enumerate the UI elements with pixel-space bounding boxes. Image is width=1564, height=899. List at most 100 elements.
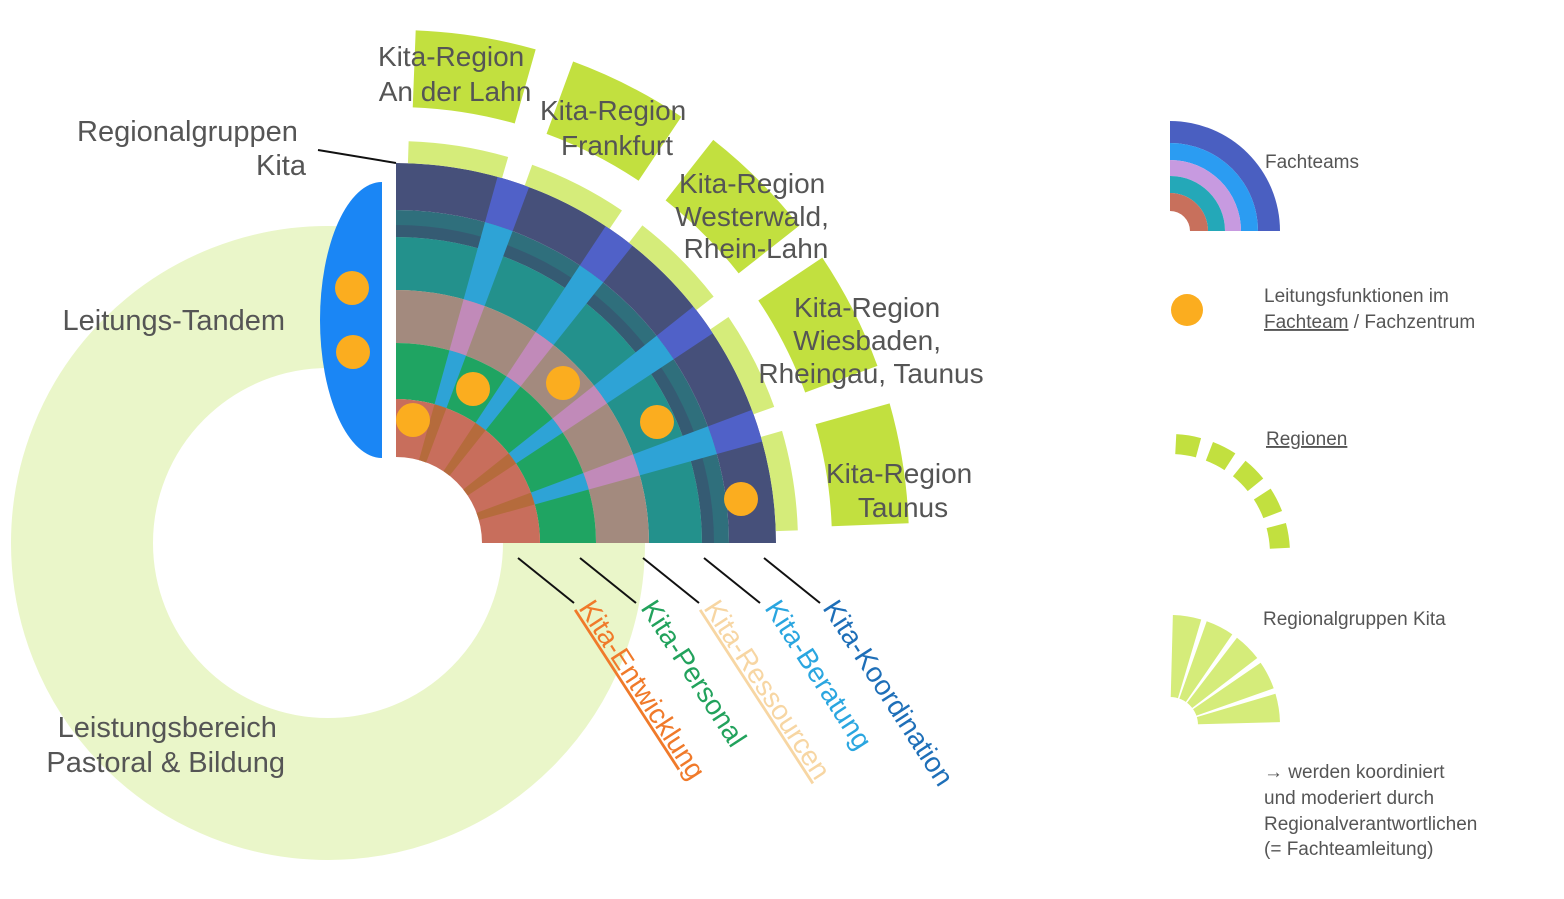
regionalgruppen-label-line: Regionalgruppen bbox=[77, 116, 298, 148]
spoke-segment-personal bbox=[508, 418, 563, 464]
region-label-line: Kita-Region bbox=[679, 168, 825, 199]
legend-note-line: → werden koordiniert bbox=[1264, 762, 1445, 783]
region-segment bbox=[412, 30, 536, 124]
legend-fachteams-ring bbox=[1170, 176, 1225, 231]
spoke-segment-beratung bbox=[593, 335, 674, 404]
team-connector bbox=[763, 557, 821, 604]
leader-dot bbox=[456, 372, 490, 406]
legend-region-segment bbox=[1175, 434, 1202, 458]
regionalgruppen-label-line: Kita bbox=[256, 150, 307, 182]
legend-regionalgruppe-wedge bbox=[1170, 615, 1202, 725]
leader-dot bbox=[546, 366, 580, 400]
regionalgruppe-segment bbox=[407, 141, 509, 179]
region-label-wiesbaden: Kita-Region Wiesbaden, Rheingau, Taunus bbox=[758, 292, 983, 389]
region-segment bbox=[665, 139, 800, 274]
region-label-line: Taunus bbox=[858, 492, 948, 523]
legend-region-segment bbox=[1253, 488, 1283, 519]
region-label-line: Kita-Region bbox=[794, 292, 940, 323]
region-segment bbox=[815, 403, 909, 527]
region-label-line: Kita-Region bbox=[378, 41, 524, 72]
legend-region-segment bbox=[1232, 460, 1264, 492]
legend-leitung-fachteam: Fachteam bbox=[1264, 312, 1348, 333]
region-label-line: Rhein-Lahn bbox=[684, 233, 829, 264]
region-label-taunus: Kita-Region Taunus bbox=[826, 458, 980, 523]
region-label-line: Wiesbaden, bbox=[793, 325, 941, 356]
label-connector-lines bbox=[317, 149, 821, 604]
spoke-segment-koordination bbox=[656, 306, 713, 360]
region-label-line: Kita-Region bbox=[540, 95, 686, 126]
legend-leitung-line: Leitungsfunktionen im bbox=[1264, 286, 1449, 307]
legend-regionalgruppe-wedge bbox=[1170, 662, 1274, 725]
spoke-segment-ressourcen bbox=[506, 332, 554, 387]
legend-regionen-label: Regionen bbox=[1266, 429, 1347, 450]
legend-fachteams-label: Fachteams bbox=[1265, 152, 1359, 173]
spoke-segment-beratung bbox=[535, 265, 604, 346]
region-label-lahn: Kita-Region An der Lahn bbox=[378, 41, 532, 107]
legend-leitung-label: Leitungsfunktionen im Fachteam / Fachzen… bbox=[1264, 286, 1475, 333]
spoke-segment-entwicklung bbox=[463, 453, 517, 496]
fachteam-spokes bbox=[418, 176, 763, 521]
legend-fachteams-ring bbox=[1170, 143, 1258, 231]
legend-leader-dot bbox=[1171, 294, 1203, 326]
legend-note-line: und moderiert durch bbox=[1264, 788, 1434, 809]
legend-region-segment bbox=[1266, 522, 1290, 549]
team-connector bbox=[579, 557, 637, 604]
regionalgruppe-segment bbox=[628, 225, 714, 311]
spoke-segment-koordination bbox=[484, 176, 530, 232]
leader-dot bbox=[724, 482, 758, 516]
tandem-gap bbox=[382, 180, 396, 460]
region-label-westerwald: Kita-Region Westerwald, Rhein-Lahn bbox=[675, 168, 836, 264]
leader-dot bbox=[640, 405, 674, 439]
spoke-segment-ressourcen bbox=[583, 454, 640, 490]
leistungsbereich-label: Leistungsbereich Pastoral & Bildung bbox=[46, 712, 285, 779]
region-label-line: Frankfurt bbox=[561, 130, 673, 161]
legend-note: → werden koordiniert und moderiert durch… bbox=[1264, 762, 1483, 860]
spoke-segment-personal bbox=[434, 350, 467, 409]
legend-fachteams-ring bbox=[1170, 160, 1241, 231]
legend-regionalgruppe-wedge bbox=[1170, 621, 1233, 725]
legend-regionalgruppen-label: Regionalgruppen Kita bbox=[1263, 609, 1446, 630]
legend bbox=[1170, 121, 1290, 725]
region-segments bbox=[412, 30, 909, 527]
region-label-frankfurt: Kita-Region Frankfurt bbox=[540, 95, 694, 161]
leitungs-tandem-shape bbox=[320, 182, 382, 458]
leitungs-tandem-shape bbox=[320, 180, 396, 460]
spoke-segment-koordination bbox=[707, 409, 763, 455]
legend-regionalgruppe-wedge bbox=[1170, 637, 1258, 725]
regionalgruppen-label: Regionalgruppen Kita bbox=[77, 116, 307, 182]
legend-note-line: (= Fachteamleitung) bbox=[1264, 839, 1434, 860]
legend-region-segment bbox=[1205, 441, 1236, 471]
legend-regionalgruppe-wedge bbox=[1170, 693, 1280, 725]
spoke-segment-personal bbox=[530, 472, 589, 505]
leader-dots bbox=[335, 271, 758, 516]
legend-fachteams-ring bbox=[1170, 193, 1208, 231]
region-label-line: Kita-Region bbox=[826, 458, 972, 489]
spoke-segment-beratung bbox=[632, 426, 717, 476]
region-label-line: Rheingau, Taunus bbox=[758, 358, 983, 389]
spoke-segment-personal bbox=[475, 376, 521, 431]
spoke-segment-entwicklung bbox=[418, 404, 447, 463]
spoke-segment-entwicklung bbox=[443, 422, 486, 476]
regionalgruppe-segment bbox=[710, 317, 775, 415]
leader-dot bbox=[335, 271, 369, 305]
region-label-line: An der Lahn bbox=[379, 76, 532, 107]
regionalgruppe-segment bbox=[760, 430, 798, 532]
region-segment bbox=[758, 257, 878, 393]
region-segment bbox=[546, 61, 682, 181]
leistungsbereich-label-line: Pastoral & Bildung bbox=[46, 747, 285, 779]
team-connector bbox=[517, 557, 575, 604]
legend-leitung-line: Fachteam / Fachzentrum bbox=[1264, 312, 1475, 333]
spoke-segment-ressourcen bbox=[449, 299, 485, 356]
regionalgruppe-segment bbox=[524, 164, 622, 229]
spoke-segment-beratung bbox=[463, 222, 513, 307]
regionalgruppen-segments bbox=[407, 141, 798, 532]
team-connector bbox=[642, 557, 700, 604]
spoke-segment-koordination bbox=[579, 226, 633, 283]
spoke-segment-entwicklung bbox=[476, 492, 535, 521]
spoke-segment-ressourcen bbox=[552, 385, 607, 433]
legend-leitung-fachzentrum: / Fachzentrum bbox=[1348, 312, 1475, 333]
legend-regionalgruppe-center bbox=[1170, 697, 1198, 725]
regionalgruppen-connector bbox=[317, 149, 397, 164]
legend-fachteams-ring bbox=[1170, 121, 1280, 231]
